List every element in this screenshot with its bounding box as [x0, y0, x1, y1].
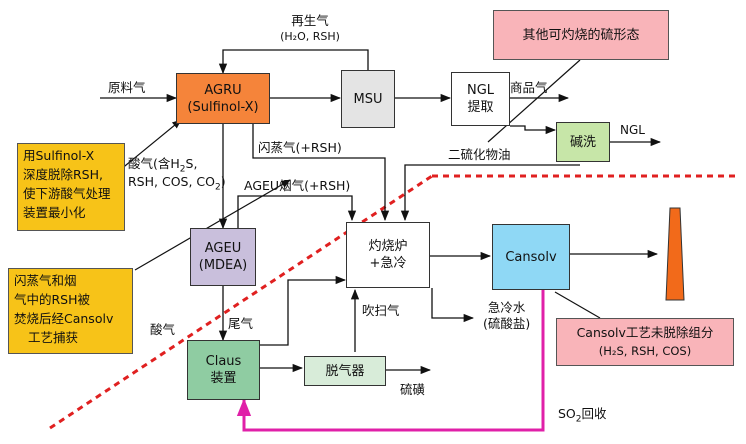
product-gas-label: 商品气: [510, 80, 548, 95]
ageu-flue-arrow: [237, 195, 357, 228]
ngl-out-label: NGL: [620, 123, 645, 137]
other-sulfur-text: 其他可灼烧的硫形态: [522, 27, 640, 43]
purge-gas-label: 吹扫气: [362, 303, 400, 318]
acid-gas-composition-line-1: 酸气(含H2S,: [128, 155, 226, 175]
sulfur-label: 硫磺: [400, 382, 426, 397]
msu-label: MSU: [353, 91, 383, 107]
incinerator-sublabel: +急冷: [369, 256, 407, 271]
cansolv-label: Cansolv: [505, 249, 557, 265]
cansolv-residue-pointer: [554, 291, 601, 319]
regen-gas-composition: (H₂O, RSH): [280, 30, 340, 43]
agru-sublabel: (Sulfinol-X): [187, 99, 259, 115]
flash-note-line-2: 气中的RSH被: [14, 292, 91, 307]
quench-water-arrow: [431, 288, 475, 323]
quench-water-text: 急冷水: [487, 300, 526, 315]
acid-gas-l2: RSH, COS, CO: [128, 174, 215, 189]
ngl-sublabel: 提取: [467, 100, 494, 115]
ageu-label: AGEU: [204, 241, 242, 256]
regen-gas-line: [218, 49, 369, 75]
agru-label: AGRU: [204, 82, 242, 98]
cansolv-box: Cansolv: [492, 224, 570, 290]
so2-c: 回收: [581, 406, 607, 421]
regen-gas-text: 再生气: [291, 13, 329, 28]
flash-gas-label: 闪蒸气(+RSH): [258, 140, 342, 155]
claus-label: Claus: [205, 354, 242, 369]
so2-a: SO: [558, 406, 576, 421]
acid-gas-l1a: 酸气(含H: [128, 156, 180, 171]
degasser-box: 脱气器: [304, 356, 386, 386]
so2-recovery-label: SO2回收: [558, 406, 607, 425]
quench-water-label: 急冷水 (硫酸盐): [483, 300, 530, 332]
ageu-flue-label: AGEU烟气(+RSH): [244, 178, 351, 193]
sulfinol-line-4: 装置最小化: [23, 205, 86, 220]
flash-gas-arrow: [252, 124, 390, 222]
tail-gas-label: 尾气: [228, 316, 254, 331]
acid-gas-l1c: S,: [185, 156, 198, 171]
acid-gas-composition-label: 酸气(含H2S, RSH, COS, CO2): [128, 155, 226, 193]
acid-gas-l2-sub: 2: [214, 182, 221, 193]
incinerator-label: 灼烧炉: [368, 239, 408, 254]
sulfinol-note: 用Sulfinol-X 深度脱除RSH, 使下游酸气处理 装置最小化: [17, 143, 125, 231]
claus-box: Claus 装置: [187, 340, 260, 400]
caustic-wash-box: 碱洗: [556, 122, 610, 162]
claus-sublabel: 装置: [210, 371, 237, 386]
tail-gas-arrow: [258, 275, 347, 346]
cansolv-residue-note: Cansolv工艺未脱除组分 (H₂S, RSH, COS): [556, 318, 734, 366]
sulfinol-line-1: 用Sulfinol-X: [23, 148, 95, 163]
other-sulfur-note: 其他可灼烧的硫形态: [493, 10, 669, 60]
feed-gas-label: 原料气: [108, 80, 146, 95]
disulfide-oil-label: 二硫化物油: [448, 147, 511, 162]
acid-gas-l1b: 2: [179, 164, 186, 175]
flash-note-pointer: [134, 179, 291, 271]
flash-note-line-3: 焚烧后经Cansolv: [14, 311, 114, 326]
ngl-label: NGL: [466, 83, 495, 98]
acid-gas-composition-line-2: RSH, COS, CO2): [128, 173, 226, 193]
sulfinol-pointer: [119, 119, 182, 171]
ngl-box: NGL 提取: [451, 72, 510, 126]
caustic-wash-label: 碱洗: [569, 134, 596, 150]
disulfide-oil-arrow: [400, 164, 580, 222]
degasser-label: 脱气器: [325, 363, 365, 379]
other-sulfur-pointer: [487, 59, 581, 143]
incinerator-box: 灼烧炉 +急冷: [346, 222, 430, 288]
so2-b: 2: [575, 414, 582, 425]
flash-gas-note: 闪蒸气和烟 气中的RSH被 焚烧后经Cansolv 工艺捕获: [8, 268, 133, 354]
msu-box: MSU: [341, 70, 395, 128]
sulfate-text: (硫酸盐): [483, 316, 531, 331]
ageu-box: AGEU (MDEA): [190, 228, 256, 286]
agru-box: AGRU (Sulfinol-X): [176, 73, 270, 124]
flash-note-line-4: 工艺捕获: [28, 330, 79, 345]
flash-note-line-1: 闪蒸气和烟: [14, 273, 77, 288]
acid-gas-l2-end: ): [220, 174, 226, 189]
ageu-sublabel: (MDEA): [198, 258, 248, 273]
sulfinol-line-3: 使下游酸气处理: [23, 186, 111, 201]
so2-recovery-line: [236, 289, 545, 432]
cansolv-residue-line-2: (H₂S, RSH, COS): [598, 344, 692, 358]
ngl-to-caustic-arrow: [510, 125, 557, 135]
stack-chimney: [665, 207, 685, 301]
sulfinol-line-2: 深度脱除RSH,: [23, 167, 103, 182]
cansolv-residue-line-1: Cansolv工艺未脱除组分: [576, 325, 714, 340]
acid-gas-label: 酸气: [150, 322, 176, 337]
regen-gas-label: 再生气 (H₂O, RSH): [280, 13, 340, 45]
